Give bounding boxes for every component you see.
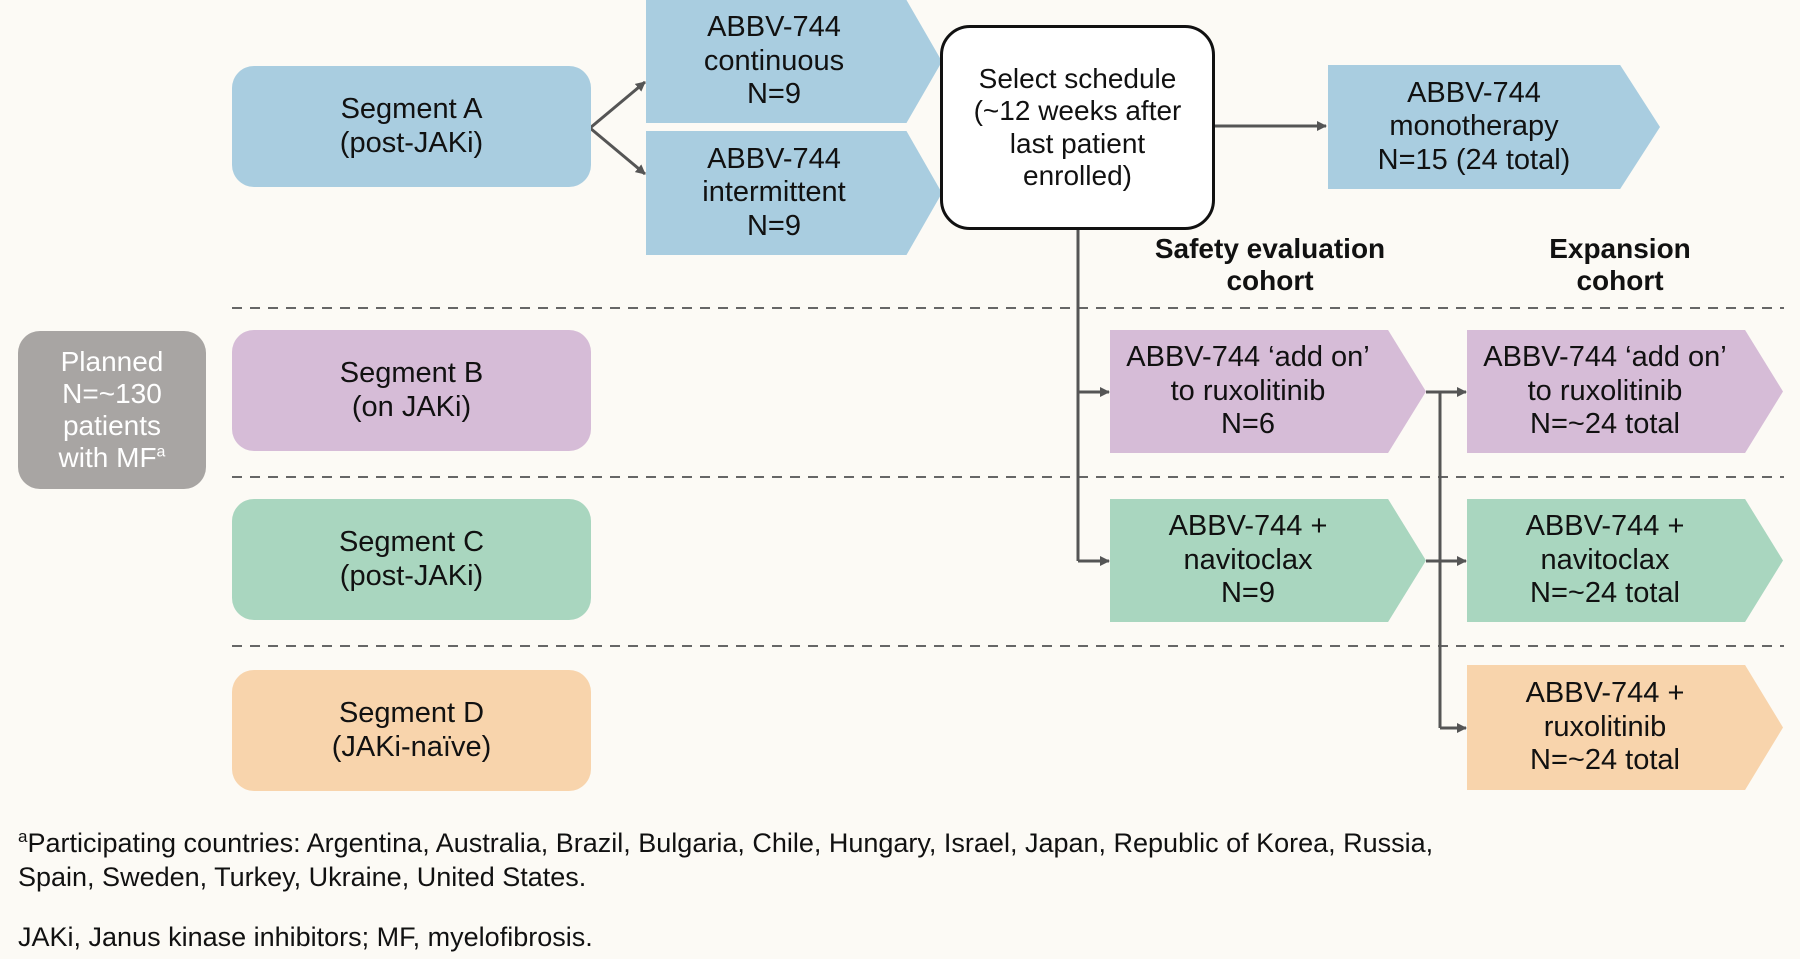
expansion-navitoclax: ABBV-744 + navitoclax N=~24 total (1467, 499, 1783, 622)
cohort-line: navitoclax (1540, 543, 1670, 576)
cohort-line: ABBV-744 + (1168, 510, 1328, 543)
select-schedule-box: Select schedule (~12 weeks after last pa… (940, 25, 1215, 230)
planned-line: N=~130 (62, 377, 162, 409)
schedule-line: last patient (1009, 127, 1146, 159)
cohort-line: ABBV-744 ‘add on’ (1126, 341, 1370, 374)
footnote-text: Participating countries: Argentina, Aust… (27, 828, 1434, 858)
arm-continuous: ABBV-744 continuous N=9 (646, 0, 942, 123)
segment-b: Segment B (on JAKi) (232, 330, 591, 451)
footnote-marker: a (18, 827, 28, 846)
segment-a-sub: (post-JAKi) (339, 126, 484, 159)
header-line: cohort (1576, 265, 1664, 297)
expansion-cohort-header: Expansion cohort (1470, 233, 1770, 297)
segment-d-name: Segment D (338, 697, 485, 730)
cohort-line: ABBV-744 + (1525, 510, 1685, 543)
cohort-line: N=~24 total (1530, 408, 1680, 441)
arm-line: continuous (703, 44, 845, 77)
arm-line: ABBV-744 (707, 142, 841, 175)
cohort-line: to ruxolitinib (1170, 374, 1326, 407)
segment-c-name: Segment C (338, 526, 485, 559)
cohort-line: N=~24 total (1530, 744, 1680, 777)
arm-intermittent: ABBV-744 intermittent N=9 (646, 131, 942, 255)
planned-line: with MFa (59, 442, 166, 474)
segment-a: Segment A (post-JAKi) (232, 66, 591, 187)
schedule-line: (~12 weeks after (973, 95, 1182, 127)
segment-b-name: Segment B (339, 357, 484, 390)
segment-b-sub: (on JAKi) (351, 390, 472, 423)
cohort-line: navitoclax (1183, 543, 1313, 576)
expansion-ruxolitinib: ABBV-744 + ruxolitinib N=~24 total (1467, 665, 1783, 790)
arm-line: N=9 (746, 209, 801, 242)
cohort-line: ruxolitinib (1543, 710, 1667, 743)
footnote-line: Spain, Sweden, Turkey, Ukraine, United S… (18, 861, 587, 892)
cohort-line: N=6 (1220, 408, 1275, 441)
header-line: Safety evaluation (1154, 233, 1386, 264)
segment-d-sub: (JAKi-naïve) (331, 730, 492, 763)
arrow (589, 126, 646, 176)
footnote-abbreviations: JAKi, Janus kinase inhibitors; MF, myelo… (18, 921, 593, 955)
footnote-countries: aParticipating countries: Argentina, Aus… (18, 826, 1433, 895)
planned-box: Planned N=~130 patients with MFa (18, 331, 206, 489)
header-line: Expansion (1549, 233, 1691, 264)
planned-line-text: with MF (58, 442, 157, 474)
planned-line: Planned (60, 345, 164, 377)
segment-a-name: Segment A (340, 93, 483, 126)
monotherapy-line: monotherapy (1389, 110, 1559, 143)
cohort-line: ABBV-744 + (1525, 677, 1685, 710)
footnote-line: aParticipating countries: Argentina, Aus… (18, 826, 1433, 861)
schedule-line: Select schedule (978, 63, 1177, 95)
monotherapy-box: ABBV-744 monotherapy N=15 (24 total) (1328, 65, 1660, 189)
safety-navitoclax: ABBV-744 + navitoclax N=9 (1110, 499, 1426, 622)
footnote-line: JAKi, Janus kinase inhibitors; MF, myelo… (18, 922, 593, 952)
safety-add-on-ruxolitinib: ABBV-744 ‘add on’ to ruxolitinib N=6 (1110, 330, 1426, 453)
segment-d: Segment D (JAKi-naïve) (232, 670, 591, 791)
monotherapy-line: ABBV-744 (1407, 76, 1541, 109)
arm-line: intermittent (702, 176, 846, 209)
safety-cohort-header: Safety evaluation cohort (1110, 233, 1430, 297)
cohort-line: N=9 (1220, 577, 1275, 610)
arrow (589, 80, 646, 130)
cohort-line: N=~24 total (1530, 577, 1680, 610)
planned-line: patients (62, 410, 162, 441)
arm-line: N=9 (746, 78, 801, 111)
cohort-line: ABBV-744 ‘add on’ (1483, 341, 1727, 374)
header-line: cohort (1226, 265, 1314, 297)
cohort-line: to ruxolitinib (1527, 374, 1683, 407)
segment-c: Segment C (post-JAKi) (232, 499, 591, 620)
arm-line: ABBV-744 (707, 11, 841, 44)
expansion-add-on-ruxolitinib: ABBV-744 ‘add on’ to ruxolitinib N=~24 t… (1467, 330, 1783, 453)
footnote-marker: a (156, 443, 166, 461)
monotherapy-line: N=15 (24 total) (1377, 143, 1571, 176)
segment-c-sub: (post-JAKi) (339, 559, 484, 592)
schedule-line: enrolled) (1023, 159, 1132, 191)
